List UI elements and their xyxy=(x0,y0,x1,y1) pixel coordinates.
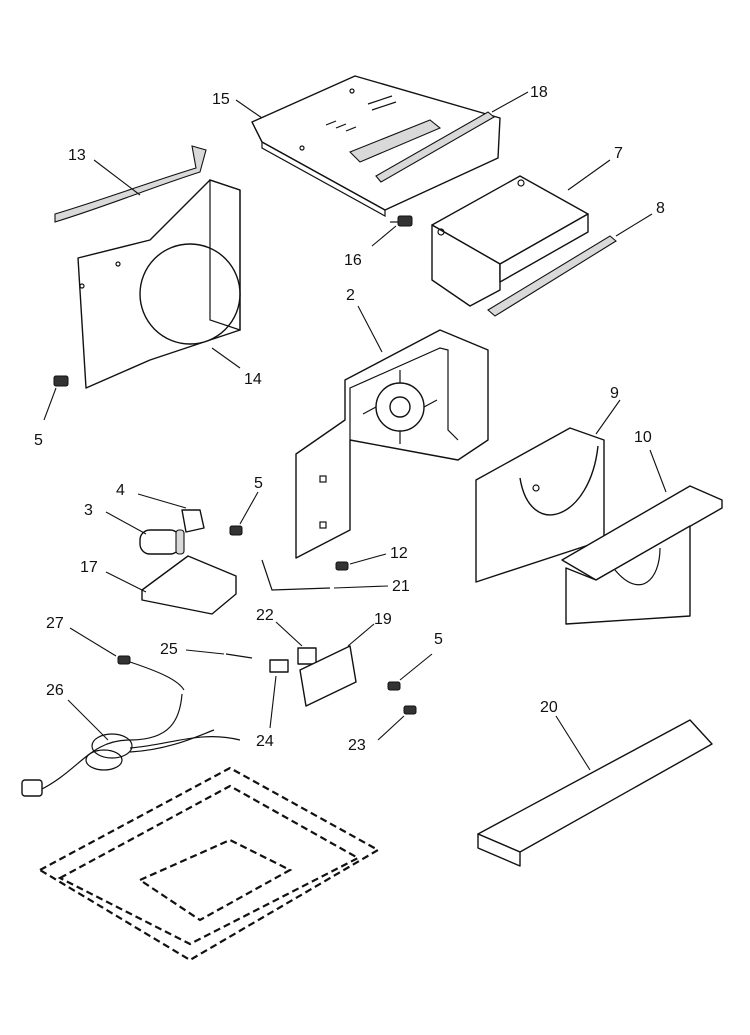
callout-5-panel: 5 xyxy=(434,631,443,648)
callout-3: 3 xyxy=(84,502,93,519)
part-5-screw-capacitor xyxy=(229,525,243,536)
part-8-gasket-strip xyxy=(487,235,617,317)
part-19-control-panel xyxy=(299,645,357,707)
part-4-capacitor-strap xyxy=(181,509,205,533)
part-3-capacitor xyxy=(139,529,185,555)
callout-13: 13 xyxy=(68,147,86,164)
part-16-screw xyxy=(390,215,413,227)
part-24-thermostat xyxy=(269,659,289,673)
callout-27: 27 xyxy=(46,615,64,632)
part-25-tube xyxy=(225,653,253,659)
callout-26: 26 xyxy=(46,682,64,699)
callout-21: 21 xyxy=(392,578,410,595)
callout-labels: 15 18 13 7 8 16 2 14 5 9 10 4 5 xyxy=(34,84,667,771)
part-2-orifice-panel xyxy=(295,329,489,559)
callout-15: 15 xyxy=(212,91,230,108)
part-14-fan-shroud xyxy=(77,179,241,389)
callout-18: 18 xyxy=(530,84,548,101)
callout-24: 24 xyxy=(256,733,274,750)
part-22-switch xyxy=(297,647,317,665)
callout-9: 9 xyxy=(610,385,619,402)
callout-12: 12 xyxy=(390,545,408,562)
part-15-top-cover xyxy=(251,75,501,218)
part-20-base-tray xyxy=(477,719,713,867)
callout-7: 7 xyxy=(614,145,623,162)
callout-2: 2 xyxy=(346,287,355,304)
part-12-screw xyxy=(335,561,349,571)
part-5-screw-shroud xyxy=(53,375,69,387)
part-10-front-grille xyxy=(561,485,723,625)
part-13-gasket xyxy=(54,145,207,223)
part-5-screw-panel xyxy=(387,681,401,691)
part-18-seal-strip xyxy=(375,111,495,183)
callout-23: 23 xyxy=(348,737,366,754)
part-26-power-cord xyxy=(21,693,241,797)
callout-5-capacitor: 5 xyxy=(254,475,263,492)
part-27-screw xyxy=(117,655,131,665)
callout-19: 19 xyxy=(374,611,392,628)
callout-17: 17 xyxy=(80,559,98,576)
part-7-cover xyxy=(431,175,589,307)
callout-4: 4 xyxy=(116,482,125,499)
callout-5-left: 5 xyxy=(34,432,43,449)
callout-22: 22 xyxy=(256,607,274,624)
callout-16: 16 xyxy=(344,252,362,269)
callout-14: 14 xyxy=(244,371,262,388)
callout-10: 10 xyxy=(634,429,652,446)
part-23-screw xyxy=(403,705,417,715)
callout-8: 8 xyxy=(656,200,665,217)
part-9-shroud xyxy=(475,427,605,583)
base-pan-dashed xyxy=(37,766,381,962)
callout-20: 20 xyxy=(540,699,558,716)
part-21-wire-holder xyxy=(261,559,331,591)
part-17-capacitor-bracket xyxy=(141,555,237,615)
callout-25: 25 xyxy=(160,641,178,658)
